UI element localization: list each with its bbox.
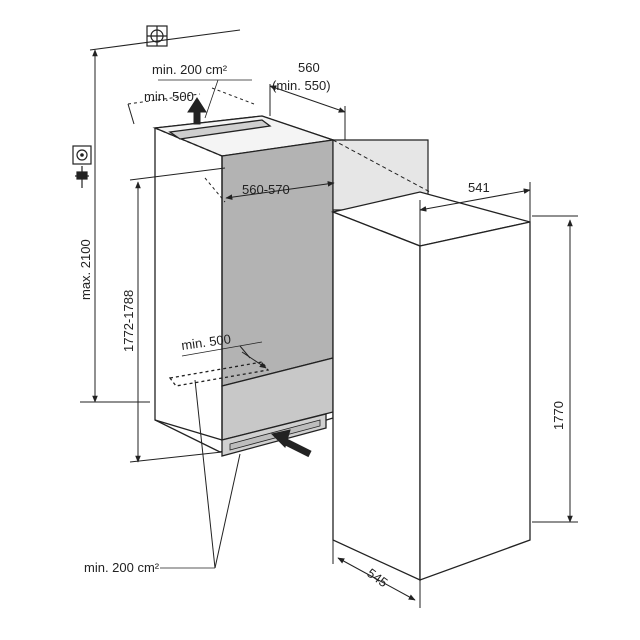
niche-cabinet	[152, 115, 334, 457]
label-appliance-height: 1770	[551, 401, 566, 430]
power-socket-icon	[72, 145, 92, 165]
label-niche-depth: 560	[298, 60, 320, 75]
label-vent-top-area: min. 200 cm²	[152, 62, 228, 77]
label-niche-height: 1772-1788	[121, 290, 136, 352]
label-niche-width: 560-570	[242, 182, 290, 197]
power-plug-icon	[75, 166, 89, 188]
label-appliance-width: 541	[468, 180, 490, 195]
label-niche-depth-min: (min. 550)	[272, 78, 331, 93]
appliance	[330, 191, 531, 582]
label-max-height: max. 2100	[78, 239, 93, 300]
niche-interior	[221, 139, 334, 387]
top-vent-opening	[168, 119, 272, 140]
water-supply-icon	[146, 25, 168, 47]
label-appliance-depth: 545	[364, 565, 390, 590]
dimension-lines	[80, 49, 578, 608]
label-vent-top-depth: min. 500	[144, 89, 194, 104]
label-vent-bottom-area: min. 200 cm²	[84, 560, 160, 575]
airflow-arrows	[187, 97, 312, 458]
label-vent-bottom-depth: min. 500	[180, 331, 231, 353]
